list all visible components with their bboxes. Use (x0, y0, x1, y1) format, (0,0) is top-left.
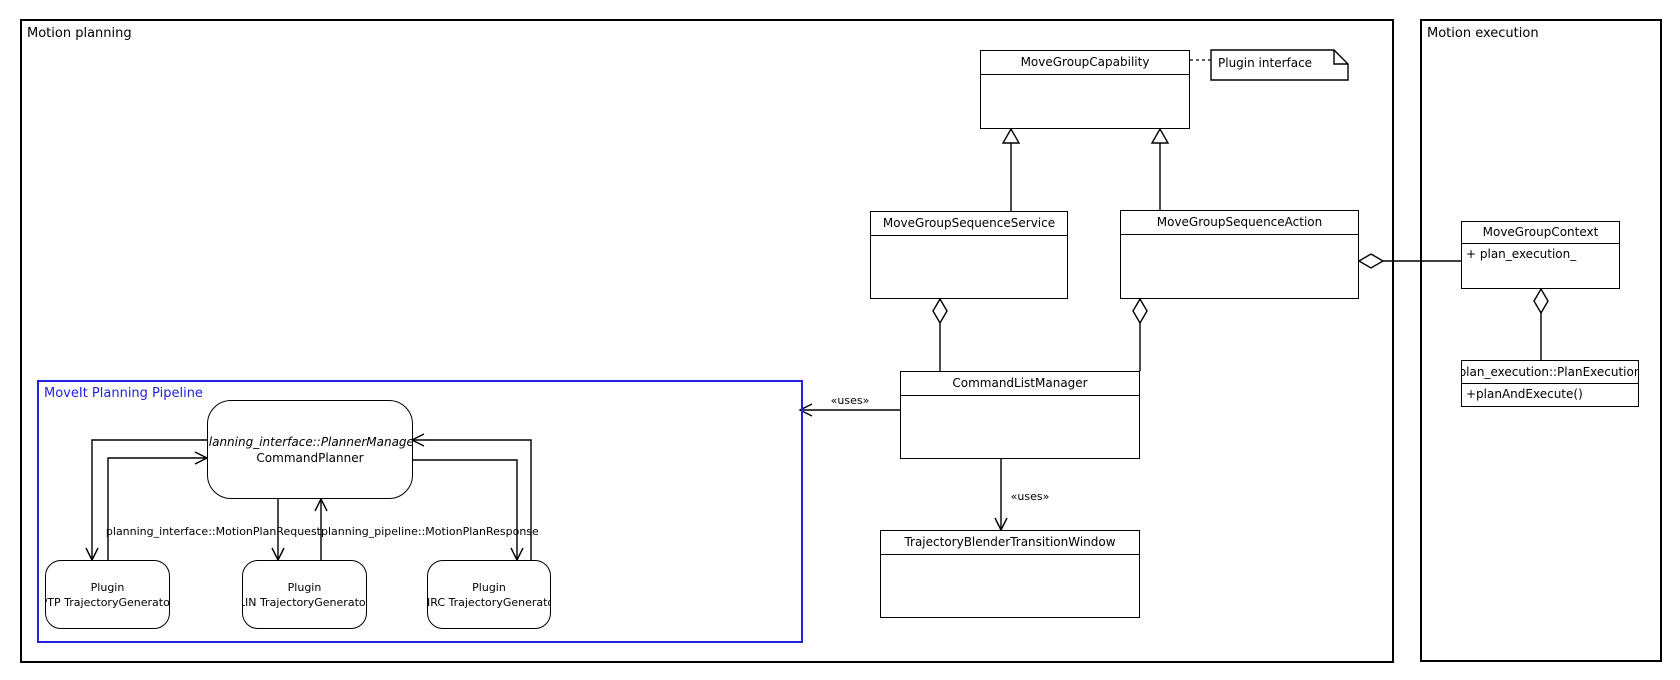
moveit-planning-pipeline-box (37, 380, 803, 643)
motion-plan-request-label: planning_interface::MotionPlanRequest (105, 525, 321, 538)
class-title: CommandListManager (952, 376, 1088, 390)
class-title: MoveGroupSequenceService (882, 216, 1056, 230)
class-move-group-context: MoveGroupContext + plan_execution_ (1461, 221, 1620, 289)
plugin-label: Plugin (287, 580, 322, 594)
class-command-list-manager: CommandListManager (900, 371, 1140, 459)
class-title: TrajectoryBlenderTransitionWindow (904, 535, 1116, 549)
planner-stereotype: planning_interface::PlannerManager (207, 434, 413, 449)
motion-planning-title: Motion planning (27, 26, 132, 41)
class-move-group-sequence-service: MoveGroupSequenceService (870, 211, 1068, 299)
uses-label-blender: «uses» (1010, 490, 1050, 503)
motion-plan-response-label: planning_pipeline::MotionPlanResponse (321, 525, 539, 538)
node-plugin-lin: Plugin LIN TrajectoryGenerator (242, 560, 367, 629)
class-trajectory-blender: TrajectoryBlenderTransitionWindow (880, 530, 1140, 618)
plugin-name: PTP TrajectoryGenerator (45, 595, 170, 609)
class-title: MoveGroupSequenceAction (1156, 215, 1323, 229)
motion-planning-frame (20, 19, 1394, 663)
motion-execution-title: Motion execution (1427, 26, 1539, 41)
plugin-interface-note: Plugin interface (1218, 56, 1313, 70)
plugin-label: Plugin (472, 580, 506, 594)
node-plugin-ptp: Plugin PTP TrajectoryGenerator (45, 560, 170, 629)
class-title: MoveGroupCapability (1020, 55, 1150, 69)
uses-label-pipeline: «uses» (830, 394, 870, 407)
plugin-name: CIRC TrajectoryGenerator (427, 595, 551, 609)
class-move-group-capability: MoveGroupCapability (980, 50, 1190, 129)
class-title: plan_execution::PlanExecution (1462, 365, 1638, 379)
class-title: MoveGroupContext (1482, 225, 1599, 239)
node-command-planner: planning_interface::PlannerManager Comma… (207, 400, 413, 499)
class-move-group-sequence-action: MoveGroupSequenceAction (1120, 210, 1359, 299)
plugin-label: Plugin (90, 580, 125, 594)
class-attribute: + plan_execution_ (1466, 247, 1577, 261)
class-plan-execution: plan_execution::PlanExecution +planAndEx… (1461, 360, 1639, 407)
class-attribute: +planAndExecute() (1466, 387, 1583, 401)
planner-name: CommandPlanner (256, 450, 364, 465)
node-plugin-circ: Plugin CIRC TrajectoryGenerator (427, 560, 551, 629)
plugin-name: LIN TrajectoryGenerator (242, 595, 367, 609)
motion-execution-frame (1420, 19, 1662, 662)
moveit-planning-pipeline-title: MoveIt Planning Pipeline (44, 386, 203, 401)
